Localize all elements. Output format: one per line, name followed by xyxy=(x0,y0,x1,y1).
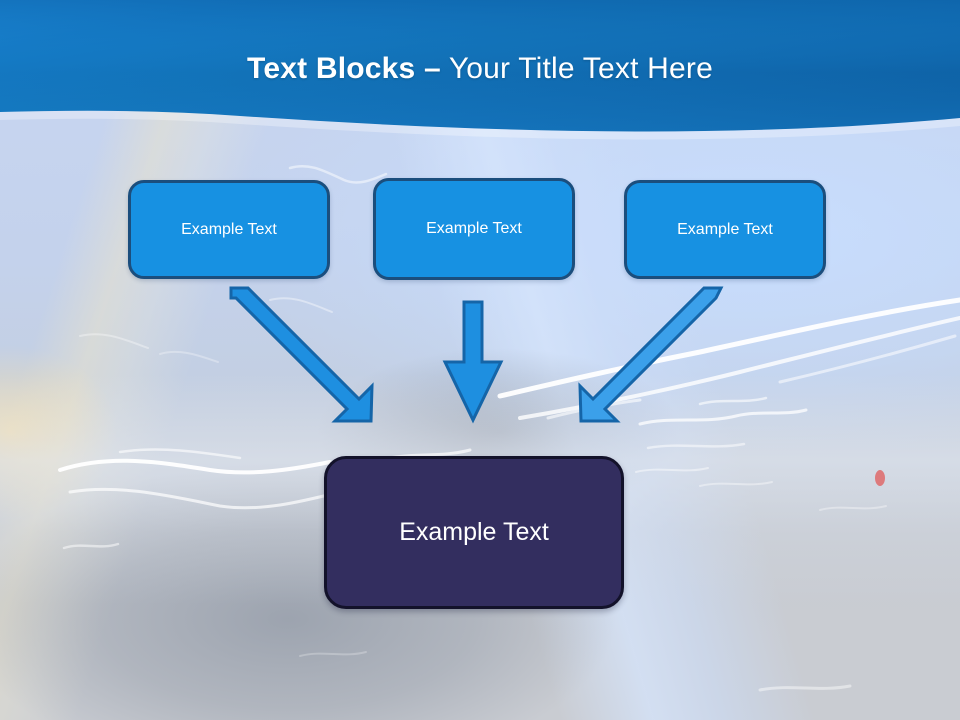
text-block-2-label: Example Text xyxy=(426,220,522,237)
page-title-light: Your Title Text Here xyxy=(440,52,713,85)
text-block-3-label: Example Text xyxy=(677,220,773,238)
text-block-1-label: Example Text xyxy=(181,220,277,238)
result-text-block-label: Example Text xyxy=(399,518,549,546)
result-text-block[interactable]: Example Text xyxy=(324,456,624,609)
background-taillight xyxy=(875,470,885,486)
text-block-2[interactable]: Example Text xyxy=(373,178,575,280)
page-title: Text Blocks – Your Title Text Here xyxy=(0,52,960,86)
text-block-3[interactable]: Example Text xyxy=(624,180,826,279)
text-block-1[interactable]: Example Text xyxy=(128,180,330,279)
slide-header: Text Blocks – Your Title Text Here xyxy=(0,0,960,145)
page-title-bold: Text Blocks – xyxy=(247,52,441,85)
